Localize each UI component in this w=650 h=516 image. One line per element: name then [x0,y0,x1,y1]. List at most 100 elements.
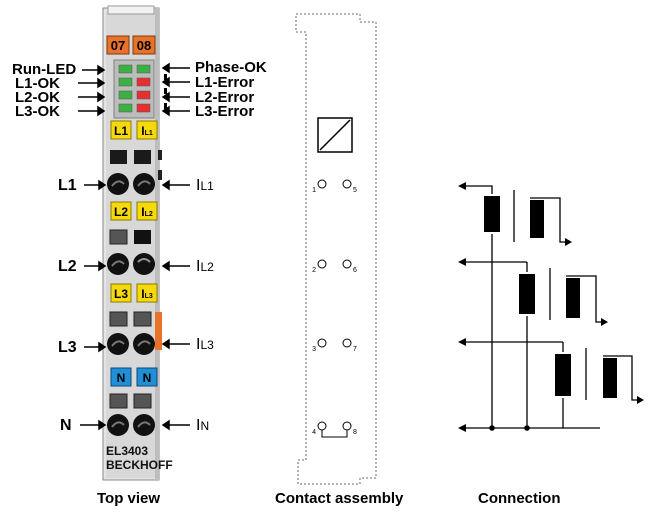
label-phase-ok: Phase-OK [195,59,267,76]
secondary-coil-l2 [566,278,580,318]
spring-slot-n-b [133,393,152,409]
tag-il1 [136,120,158,140]
spring-slot-l3-a [109,311,128,327]
caption-top-view: Top view [97,490,161,507]
wire-l1 [464,185,493,194]
label-run-led: Run-LED [12,61,77,78]
tag-l2-text: L2 [114,205,128,219]
tag-n-right [136,367,158,387]
tag-l1-text: L1 [114,124,128,138]
tag-n-right-text: N [143,371,152,385]
led-l3-ok [118,103,133,113]
contact-num-5: 5 [353,187,357,194]
primary-coil-l2 [519,274,535,314]
contact-7 [342,338,352,348]
contact-num-6: 6 [353,267,357,274]
label-il1: IL1 [196,177,214,194]
secondary-l2 [566,275,602,323]
led-phase-ok [136,64,151,74]
header-terminal-08 [132,35,156,55]
header-terminal-07 [106,35,130,55]
primary-coil-l3 [555,354,571,396]
led-l3-error [136,103,151,113]
secondary-l3 [603,355,638,401]
brand-label: BECKHOFF [106,458,173,472]
label-l2-error: L2-Error [195,89,255,106]
junction-1 [489,425,495,431]
primary-coil-l1 [484,196,500,232]
module-clip [107,5,155,15]
screw-l3-a [107,333,129,355]
label-il3: IL3 [196,336,214,353]
spring-slot-l2-a [109,229,128,245]
contact-1 [317,179,327,189]
terminal-number-07: 07 [111,38,125,53]
tag-il1-text: IL1 [141,124,153,138]
screw-n-a [107,414,129,436]
contact-num-1: 1 [312,187,316,194]
led-l2-error [136,90,151,100]
spring-slot-n-a [109,393,128,409]
tag-il3 [136,283,158,303]
label-l2: L2 [58,258,77,275]
label-l1-error: L1-Error [195,74,255,91]
tag-il3-text: IL3 [141,287,153,301]
label-l1-ok: L1-OK [15,75,60,92]
label-l2-ok: L2-OK [15,89,60,106]
contact-bridge [321,430,348,438]
label-n: N [60,417,72,434]
tag-l3-text: L3 [114,287,128,301]
screw-l3-b [133,333,155,355]
label-il2: IL2 [196,258,214,275]
screw-l2-a [107,253,129,275]
tag-l2 [110,201,132,221]
label-l3-ok: L3-OK [15,103,60,120]
spring-slot-l1-b [134,150,151,164]
orange-marker [155,312,162,350]
caption-contact-assembly: Contact assembly [275,490,404,507]
label-l1: L1 [58,177,77,194]
screw-l1-b [133,173,155,195]
label-l3: L3 [58,339,77,356]
secondary-coil-l1 [530,200,544,238]
label-l3-error: L3-Error [195,103,255,120]
screw-l1-a [107,173,129,195]
tag-il2-text: IL2 [141,205,153,219]
spring-slot-l2-b [134,230,151,244]
contact-num-4: 4 [312,429,316,436]
led-l1-error [136,77,151,87]
secondary-coil-l3 [603,358,617,398]
tag-l3 [110,283,132,303]
screw-l2-b [133,253,155,275]
contact-num-3: 3 [312,346,316,353]
caption-connection: Connection [478,490,561,507]
screw-n-b [133,414,155,436]
tag-l1 [110,120,132,140]
led-run [118,64,133,74]
contact-2 [317,259,327,269]
led-l1-ok [118,77,133,87]
spring-slot-l1-a [110,150,127,164]
tag-il2 [136,201,158,221]
assembly-outline [295,13,377,485]
model-label: EL3403 [106,444,148,458]
junction-2 [524,425,530,431]
secondary-l1 [530,197,566,243]
terminal-number-08: 08 [137,38,151,53]
contact-num-7: 7 [353,346,357,353]
contact-3 [317,338,327,348]
spring-slot-l3-b [133,311,152,327]
contact-num-8: 8 [353,429,357,436]
contact-num-2: 2 [312,267,316,274]
label-in: IN [196,417,210,434]
module-rail [155,8,159,480]
tag-n-left-text: N [117,371,126,385]
contact-6 [342,259,352,269]
tag-n-left [110,367,132,387]
contact-5 [342,179,352,189]
led-l2-ok [118,90,133,100]
